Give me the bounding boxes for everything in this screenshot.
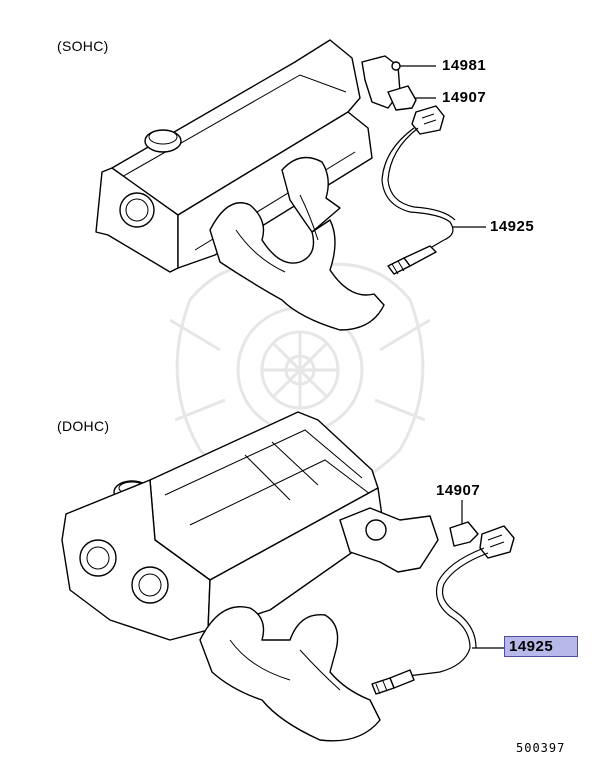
part-label-14981[interactable]: 14981 (442, 57, 487, 74)
sohc-engine-drawing (95, 39, 456, 331)
section-label-sohc: (SOHC) (57, 38, 109, 54)
part-label-14907-sohc[interactable]: 14907 (442, 89, 487, 106)
sohc-leader-lines (400, 65, 486, 228)
part-label-14907-dohc[interactable]: 14907 (436, 482, 481, 499)
dohc-engine-drawing (61, 411, 515, 742)
part-label-14925-dohc-highlighted[interactable]: 14925 (504, 636, 578, 657)
dohc-leader-lines (461, 500, 504, 649)
diagram-code: 500397 (516, 741, 566, 755)
section-label-dohc: (DOHC) (57, 418, 110, 434)
part-label-14925-sohc[interactable]: 14925 (490, 218, 535, 235)
